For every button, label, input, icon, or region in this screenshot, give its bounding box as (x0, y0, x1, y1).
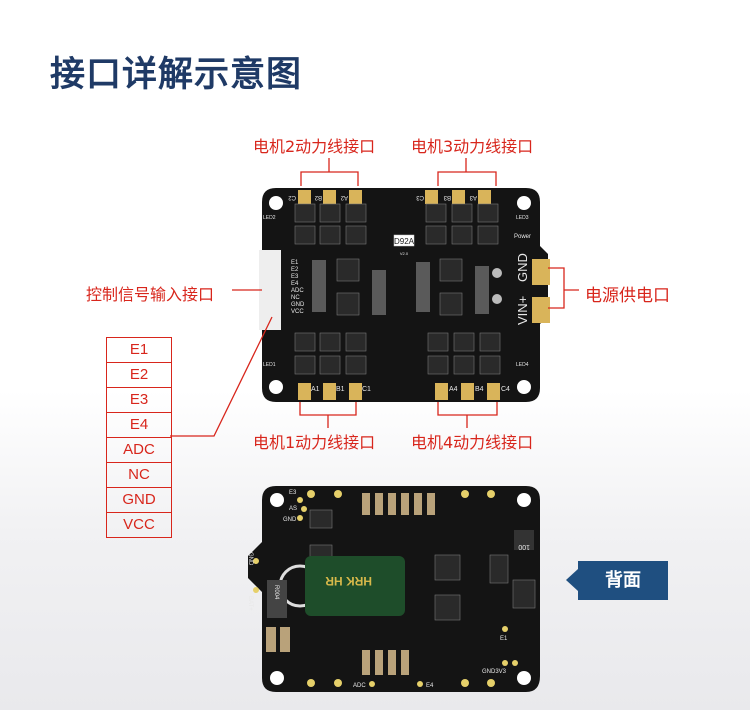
motor4-label: 电机4动力线接口 (411, 433, 534, 452)
pin-row: VCC (107, 513, 171, 538)
svg-text:E4: E4 (291, 281, 299, 287)
power-label: 电源供电口 (585, 286, 670, 306)
pin-row: NC (107, 463, 171, 488)
back-board: 100 HRK HR R004 E3 AS GND GND BAT+ ADC E… (247, 486, 540, 692)
svg-text:A3: A3 (469, 194, 477, 200)
pin-table: E1 E2 E3 E4 ADC NC GND VCC (106, 337, 172, 538)
svg-text:GND: GND (283, 517, 297, 523)
svg-text:E2: E2 (291, 267, 299, 273)
svg-text:C1: C1 (362, 386, 371, 393)
svg-text:A2: A2 (340, 194, 348, 200)
front-board: D92A V2.0 E1 E2 E3 E4 ADC NC GND VCC GND… (259, 188, 550, 402)
svg-text:GND: GND (247, 552, 253, 566)
svg-text:BAT+: BAT+ (247, 596, 253, 611)
callout-lines (170, 158, 579, 437)
svg-text:ADC: ADC (353, 683, 366, 689)
svg-text:NC: NC (291, 295, 300, 301)
svg-text:B3: B3 (443, 194, 451, 200)
svg-text:GND3V3: GND3V3 (482, 669, 507, 675)
svg-text:B1: B1 (336, 386, 345, 393)
svg-text:LED3: LED3 (516, 215, 529, 221)
svg-text:E3: E3 (289, 490, 297, 496)
svg-text:Power: Power (514, 234, 531, 240)
svg-text:E4: E4 (426, 683, 434, 689)
svg-text:GND: GND (515, 253, 530, 282)
svg-text:LED1: LED1 (263, 362, 276, 368)
svg-text:E1: E1 (291, 260, 299, 266)
motor3-label: 电机3动力线接口 (411, 137, 534, 156)
back-side-badge: 背面 (566, 561, 668, 600)
motor1-label: 电机1动力线接口 (253, 433, 376, 452)
svg-text:GND: GND (291, 302, 305, 308)
svg-text:AS: AS (289, 506, 297, 512)
svg-text:C3: C3 (416, 194, 424, 200)
svg-text:A1: A1 (311, 386, 320, 393)
control-signal-label: 控制信号输入接口 (86, 285, 215, 304)
svg-text:LED2: LED2 (263, 215, 276, 221)
pin-row: GND (107, 488, 171, 513)
svg-text:ADC: ADC (291, 288, 304, 294)
svg-text:HRK HR: HRK HR (325, 574, 372, 588)
svg-text:C2: C2 (288, 194, 296, 200)
svg-text:V2.0: V2.0 (400, 251, 409, 256)
svg-text:VCC: VCC (291, 309, 304, 315)
pin-row: E1 (107, 338, 171, 363)
svg-text:B4: B4 (475, 386, 484, 393)
svg-text:LED4: LED4 (516, 362, 529, 368)
svg-text:VIN+: VIN+ (515, 296, 530, 325)
pin-row: E4 (107, 413, 171, 438)
svg-text:100: 100 (518, 543, 530, 550)
page-title: 接口详解示意图 (50, 55, 303, 95)
svg-text:E1: E1 (500, 636, 508, 642)
svg-text:C4: C4 (501, 386, 510, 393)
pin-row: E2 (107, 363, 171, 388)
svg-text:B2: B2 (314, 194, 322, 200)
svg-text:E3: E3 (291, 274, 299, 280)
motor2-label: 电机2动力线接口 (253, 137, 376, 156)
pin-row: E3 (107, 388, 171, 413)
model-silk: D92A (394, 237, 415, 246)
pin-row: ADC (107, 438, 171, 463)
svg-text:R004: R004 (273, 585, 279, 600)
svg-text:A4: A4 (449, 386, 458, 393)
